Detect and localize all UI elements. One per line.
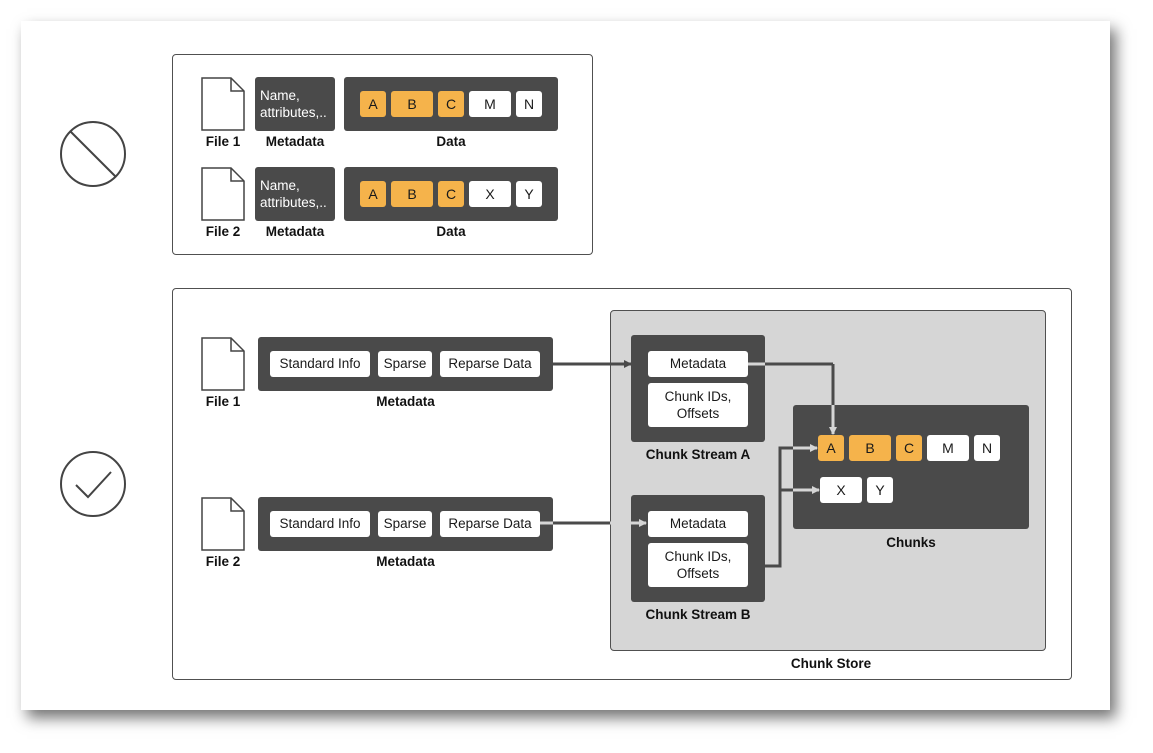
standard-info-field: Standard Info	[270, 351, 370, 377]
metadata-label: Metadata	[376, 394, 435, 409]
file-icon	[201, 167, 245, 221]
data-label: Data	[436, 134, 466, 149]
metadata-block	[255, 77, 335, 131]
chunk-c: C	[896, 435, 922, 461]
checkmark-icon	[60, 451, 126, 517]
chunk-n: N	[516, 91, 542, 117]
chunk-a: A	[818, 435, 844, 461]
metadata-label: Metadata	[265, 134, 325, 149]
arrow-stream-a-to-chunks	[748, 362, 837, 435]
file-icon	[201, 497, 245, 551]
file-label: File 2	[205, 224, 241, 239]
stream-metadata: Metadata	[648, 511, 748, 537]
chunk-b: B	[391, 91, 433, 117]
chunk-m: M	[469, 91, 511, 117]
chunk-a: A	[360, 91, 386, 117]
metadata-text: Name, attributes,..	[260, 178, 327, 210]
file-label: File 2	[205, 554, 241, 569]
reparse-data-field: Reparse Data	[440, 511, 540, 537]
metadata-label: Metadata	[376, 554, 435, 569]
chunk-y: Y	[516, 181, 542, 207]
stream-metadata: Metadata	[648, 351, 748, 377]
chunk-x: X	[469, 181, 511, 207]
chunk-y: Y	[867, 477, 893, 503]
prohibited-icon	[60, 121, 126, 187]
file-label: File 1	[205, 394, 241, 409]
chunks-label: Chunks	[886, 535, 936, 550]
standard-info-field: Standard Info	[270, 511, 370, 537]
chunk-b: B	[849, 435, 891, 461]
data-label: Data	[436, 224, 466, 239]
stream-chunk-ids: Chunk IDs, Offsets	[648, 383, 748, 427]
metadata-text: Name, attributes,..	[260, 88, 327, 120]
arrow-stream-b-to-chunks	[765, 444, 820, 568]
chunk-stream-label: Chunk Stream B	[645, 607, 751, 622]
chunk-n: N	[974, 435, 1000, 461]
chunk-c: C	[438, 91, 464, 117]
chunk-a: A	[360, 181, 386, 207]
reparse-data-field: Reparse Data	[440, 351, 540, 377]
metadata-label: Metadata	[265, 224, 325, 239]
chunk-store-label: Chunk Store	[790, 656, 872, 671]
chunk-c: C	[438, 181, 464, 207]
stream-chunk-ids: Chunk IDs, Offsets	[648, 543, 748, 587]
sparse-field: Sparse	[378, 511, 432, 537]
file-icon	[201, 77, 245, 131]
chunk-x: X	[820, 477, 862, 503]
sparse-field: Sparse	[378, 351, 432, 377]
file-icon	[201, 337, 245, 391]
chunk-stream-label: Chunk Stream A	[645, 447, 751, 462]
chunk-b: B	[391, 181, 433, 207]
chunk-m: M	[927, 435, 969, 461]
metadata-block	[255, 167, 335, 221]
file-label: File 1	[205, 134, 241, 149]
